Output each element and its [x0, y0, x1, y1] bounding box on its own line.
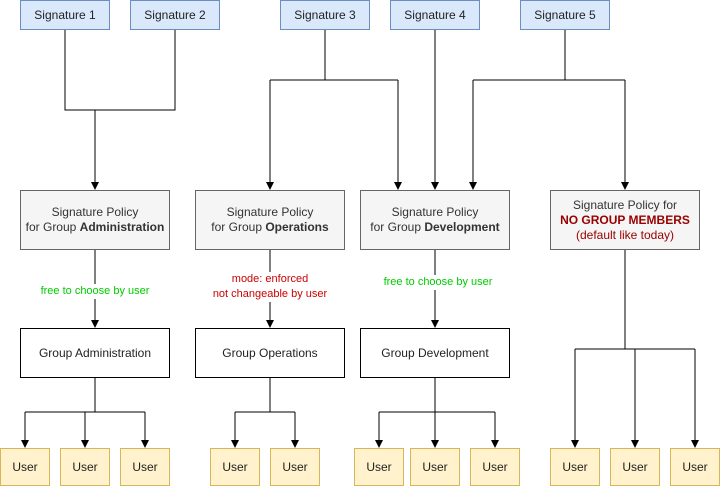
signature-4: Signature 4: [390, 0, 480, 30]
group-development-label: Group Development: [381, 345, 489, 360]
note-development-text: free to choose by user: [383, 276, 493, 288]
note-operations-line2: not changeable by user: [212, 288, 328, 300]
policy-development-line2: for Group Development: [370, 220, 499, 235]
policy-development: Signature Policy for Group Development: [360, 190, 510, 250]
note-administration-text: free to choose by user: [40, 285, 150, 297]
signature-4-label: Signature 4: [404, 7, 466, 22]
user-label: User: [12, 459, 38, 474]
user-nogroup-3: User: [670, 448, 720, 486]
user-dev-3: User: [470, 448, 520, 486]
policy-no-group-title: NO GROUP MEMBERS: [560, 212, 690, 227]
user-dev-1: User: [354, 448, 404, 486]
policy-development-prefix: for Group: [370, 220, 425, 234]
group-operations-label: Group Operations: [222, 345, 318, 360]
note-operations: mode: enforced not changeable by user: [200, 272, 340, 302]
signature-3-label: Signature 3: [294, 7, 356, 22]
user-admin-3: User: [120, 448, 170, 486]
policy-administration-prefix: for Group: [25, 220, 80, 234]
user-ops-2: User: [270, 448, 320, 486]
policy-administration-group: Administration: [79, 220, 165, 234]
signature-2-label: Signature 2: [144, 7, 206, 22]
policy-administration-line1: Signature Policy: [51, 205, 139, 219]
policy-operations-line2: for Group Operations: [211, 220, 328, 235]
note-administration: free to choose by user: [30, 284, 160, 299]
policy-operations-line1: Signature Policy: [226, 205, 314, 219]
group-administration: Group Administration: [20, 328, 170, 378]
policy-no-group: Signature Policy for NO GROUP MEMBERS (d…: [550, 190, 700, 250]
user-label: User: [562, 459, 588, 474]
user-label: User: [422, 459, 448, 474]
user-label: User: [132, 459, 158, 474]
user-label: User: [222, 459, 248, 474]
signature-5: Signature 5: [520, 0, 610, 30]
user-label: User: [622, 459, 648, 474]
user-admin-2: User: [60, 448, 110, 486]
user-label: User: [72, 459, 98, 474]
group-administration-label: Group Administration: [38, 345, 152, 360]
policy-no-group-line1: Signature Policy for: [572, 197, 678, 212]
policy-development-line1: Signature Policy: [391, 205, 479, 219]
user-label: User: [482, 459, 508, 474]
user-ops-1: User: [210, 448, 260, 486]
policy-no-group-line2: NO GROUP MEMBERS: [560, 213, 690, 228]
user-nogroup-1: User: [550, 448, 600, 486]
user-nogroup-2: User: [610, 448, 660, 486]
note-development: free to choose by user: [373, 275, 503, 290]
signature-2: Signature 2: [130, 0, 220, 30]
user-label: User: [282, 459, 308, 474]
user-dev-2: User: [410, 448, 460, 486]
policy-administration-line2: for Group Administration: [26, 220, 165, 235]
policy-development-group: Development: [424, 220, 500, 234]
policy-no-group-line3: (default like today): [575, 227, 675, 242]
user-admin-1: User: [0, 448, 50, 486]
user-label: User: [682, 459, 708, 474]
policy-operations-group: Operations: [265, 220, 329, 234]
signature-3: Signature 3: [280, 0, 370, 30]
policy-operations: Signature Policy for Group Operations: [195, 190, 345, 250]
signature-5-label: Signature 5: [534, 7, 596, 22]
policy-administration: Signature Policy for Group Administratio…: [20, 190, 170, 250]
signature-1: Signature 1: [20, 0, 110, 30]
note-operations-line1: mode: enforced: [231, 273, 309, 285]
signature-1-label: Signature 1: [34, 7, 96, 22]
group-operations: Group Operations: [195, 328, 345, 378]
group-development: Group Development: [360, 328, 510, 378]
policy-operations-prefix: for Group: [211, 220, 266, 234]
user-label: User: [366, 459, 392, 474]
